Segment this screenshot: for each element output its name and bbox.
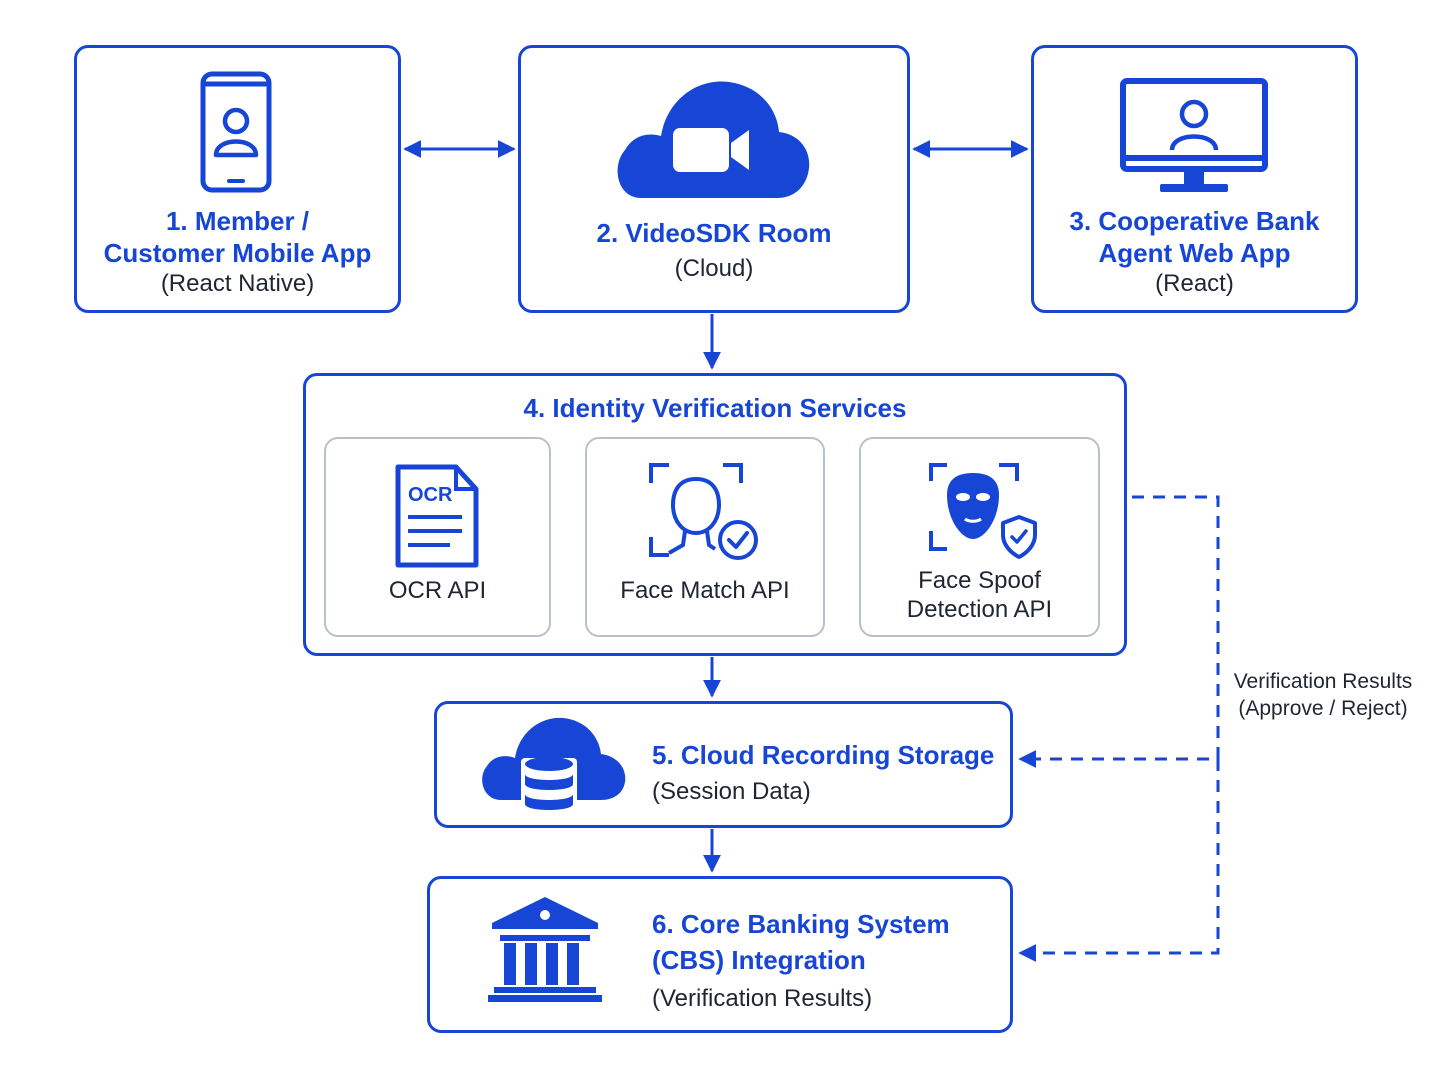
cbs-title-line2: (CBS) Integration bbox=[652, 945, 866, 975]
mobile-title-line2: Customer Mobile App bbox=[103, 238, 372, 268]
smartphone-user-icon bbox=[200, 71, 272, 193]
service-face-match: Face Match API bbox=[585, 437, 825, 637]
ocr-document-icon: OCR bbox=[395, 464, 479, 568]
storage-title: 5. Cloud Recording Storage bbox=[652, 740, 995, 770]
service-face-spoof: Face Spoof Detection API bbox=[859, 437, 1100, 637]
node-core-banking: 6. Core Banking System (CBS) Integration… bbox=[427, 876, 1013, 1033]
node-cloud-storage: 5. Cloud Recording Storage (Session Data… bbox=[434, 701, 1013, 828]
face-spoof-label-line2: Detection API bbox=[906, 596, 1053, 623]
edge-results-to-storage bbox=[1018, 495, 1220, 768]
agent-subtitle: (React) bbox=[1155, 270, 1234, 297]
node-agent-web-app: 3. Cooperative Bank Agent Web App (React… bbox=[1031, 45, 1358, 313]
cbs-title-line1: 6. Core Banking System bbox=[652, 909, 950, 939]
cloud-video-icon bbox=[617, 81, 810, 198]
room-subtitle: (Cloud) bbox=[674, 255, 754, 282]
results-label-line1: Verification Results bbox=[1233, 670, 1413, 693]
monitor-user-icon bbox=[1120, 78, 1268, 192]
edge-results-to-cbs bbox=[1018, 759, 1220, 962]
face-spoof-shield-icon bbox=[929, 463, 1037, 559]
cloud-database-icon bbox=[482, 717, 626, 814]
face-spoof-label-line1: Face Spoof bbox=[918, 567, 1041, 594]
node-videosdk-room: 2. VideoSDK Room (Cloud) bbox=[518, 45, 910, 313]
mobile-title-line1: 1. Member / bbox=[165, 206, 310, 236]
ocr-label: OCR API bbox=[388, 577, 487, 604]
cbs-subtitle: (Verification Results) bbox=[652, 985, 873, 1012]
room-title: 2. VideoSDK Room bbox=[596, 218, 832, 248]
service-ocr: OCR OCR API bbox=[324, 437, 551, 637]
storage-subtitle: (Session Data) bbox=[652, 778, 811, 805]
face-match-label: Face Match API bbox=[620, 577, 790, 604]
ivs-title: 4. Identity Verification Services bbox=[523, 393, 907, 423]
results-label-line2: (Approve / Reject) bbox=[1238, 697, 1408, 721]
face-match-icon bbox=[649, 463, 758, 560]
agent-title-line1: 3. Cooperative Bank bbox=[1069, 206, 1320, 236]
node-mobile-app: 1. Member / Customer Mobile App (React N… bbox=[74, 45, 401, 313]
agent-title-line2: Agent Web App bbox=[1098, 238, 1291, 268]
results-label: Verification Results (Approve / Reject) bbox=[1229, 668, 1417, 723]
bank-building-icon bbox=[488, 897, 602, 1002]
ocr-icon-text: OCR bbox=[408, 484, 453, 506]
mobile-subtitle: (React Native) bbox=[160, 270, 315, 297]
